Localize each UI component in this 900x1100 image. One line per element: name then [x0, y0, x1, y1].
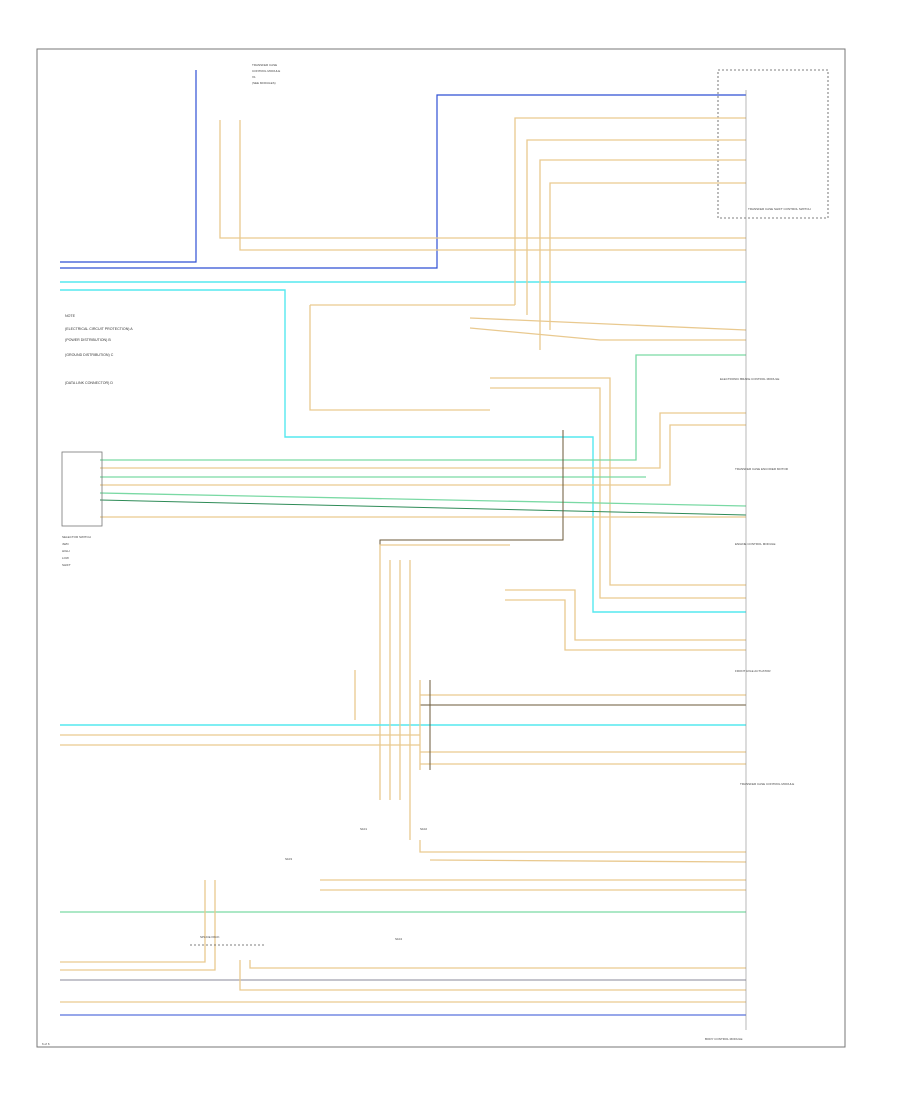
wire-tan-11 — [490, 377, 746, 586]
wire-tan-17 — [505, 589, 746, 641]
wire-tan-6 — [549, 182, 746, 330]
wire-tan-14 — [100, 424, 746, 486]
left-connector-line-2: 4WD — [62, 542, 70, 546]
wire-tan-30 — [249, 960, 746, 969]
wire-tan-28 — [60, 880, 206, 963]
wire-tan-9 — [469, 327, 746, 341]
wire-tan-8 — [469, 317, 747, 331]
splice-label-2: S102 — [420, 827, 427, 831]
wire-tan-10 — [309, 305, 490, 411]
top-connector-line-1: TRANSFER CASE — [252, 63, 277, 67]
wire-blue-top — [60, 70, 197, 263]
module-label-2: ELECTRONIC BRAKE CONTROL MODULE — [720, 377, 779, 381]
wire-tan-5 — [539, 159, 746, 350]
wire-tan-31 — [239, 960, 746, 991]
note-title: NOTE — [65, 314, 76, 318]
left-notes: NOTE (ELECTRICAL CIRCUIT PROTECTION) A (… — [65, 314, 133, 385]
wire-tan-3 — [514, 117, 746, 305]
module-label-5: FRONT AXLE ACTUATOR — [735, 669, 771, 673]
top-connector-line-4: (SEE MODULES) — [252, 81, 276, 85]
module-label-6: TRANSFER CASE CONTROL MODULE — [740, 782, 794, 786]
module-labels: TRANSFER CASE SHIFT CONTROL SWITCH ELECT… — [705, 207, 811, 1041]
top-module-box — [717, 69, 829, 219]
top-connector-line-2: CONTROL MODULE — [252, 69, 280, 73]
wire-tan-12 — [490, 387, 746, 599]
wire-tan-25 — [429, 859, 747, 863]
wire-tan-16 — [379, 544, 510, 800]
splice-label-3: S103 — [285, 857, 292, 861]
note-line-2: (POWER DISTRIBUTION) B — [65, 338, 111, 342]
wire-green-1 — [100, 354, 746, 461]
module-label-4: ENGINE CONTROL MODULE — [735, 542, 776, 546]
wire-tan-18 — [505, 599, 746, 651]
note-line-4: (DATA LINK CONNECTOR) D — [65, 381, 113, 385]
wire-tan-2 — [239, 120, 746, 251]
splice-label-1: S101 — [360, 827, 367, 831]
wire-tan-29 — [60, 880, 216, 971]
wire-blue-top-2 — [60, 94, 746, 269]
left-connector-line-5: SHIFT — [62, 563, 71, 567]
wire-cyan-2 — [60, 289, 746, 613]
left-connector-line-4: LOW — [62, 556, 69, 560]
wire-tan-1 — [219, 120, 746, 239]
top-connector-line-3: X1 — [252, 75, 256, 79]
page-number: 6 of 6 — [42, 1042, 50, 1046]
wire-tan-4 — [526, 139, 746, 315]
wire-green-3 — [99, 492, 747, 507]
wire-tan-24 — [419, 840, 746, 853]
left-connector-labels: SELECTOR SWITCH 4WD HIGH LOW SHIFT — [62, 535, 91, 567]
note-line-1: (ELECTRICAL CIRCUIT PROTECTION) A — [65, 327, 133, 331]
module-label-1: TRANSFER CASE SHIFT CONTROL SWITCH — [748, 207, 811, 211]
splice-label-4: S104 — [395, 937, 402, 941]
left-connector-line-1: SELECTOR SWITCH — [62, 535, 91, 539]
left-connector-block — [61, 451, 103, 527]
wire-brown-1 — [379, 430, 564, 760]
note-line-3: (GROUND DISTRIBUTION) C — [65, 353, 114, 357]
splice-pack-label: SPLICE PACK — [200, 935, 219, 939]
wire-green-4 — [99, 499, 747, 516]
diagram-frame — [36, 48, 846, 1048]
top-connector-labels: TRANSFER CASE CONTROL MODULE X1 (SEE MOD… — [252, 63, 280, 85]
splice-labels: S101 S102 S103 S104 — [285, 827, 427, 941]
module-label-7: BODY CONTROL MODULE — [705, 1037, 743, 1041]
module-label-3: TRANSFER CASE ENCODER MOTOR — [735, 467, 789, 471]
wire-tan-13 — [100, 412, 746, 469]
wire-group — [60, 70, 747, 1016]
left-connector-line-3: HIGH — [62, 549, 70, 553]
